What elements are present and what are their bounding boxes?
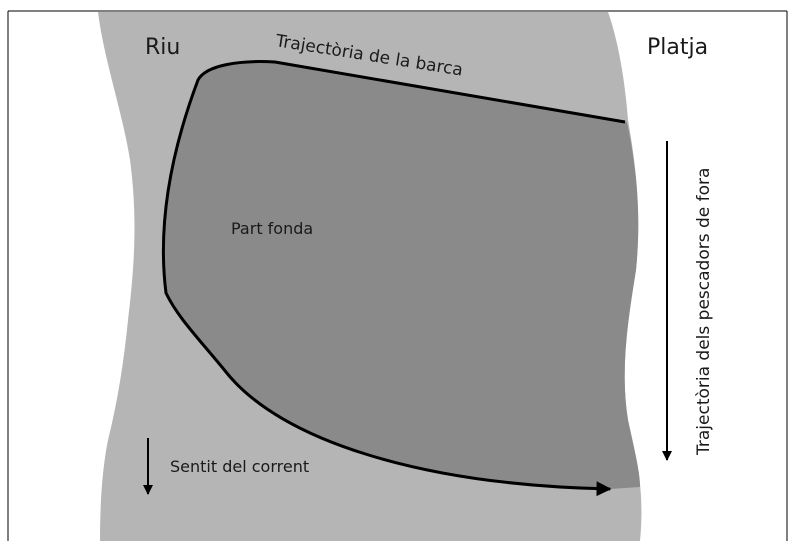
fishermen-path-label: Trajectòria dels pescadors de fora bbox=[694, 168, 714, 456]
beach-label: Platja bbox=[647, 35, 708, 60]
river-label: Riu bbox=[145, 35, 180, 60]
deep-zone bbox=[163, 61, 640, 489]
boat-trajectory bbox=[161, 60, 626, 497]
deep-part-label: Part fonda bbox=[231, 219, 313, 238]
current-label: Sentit del corrent bbox=[170, 457, 309, 476]
